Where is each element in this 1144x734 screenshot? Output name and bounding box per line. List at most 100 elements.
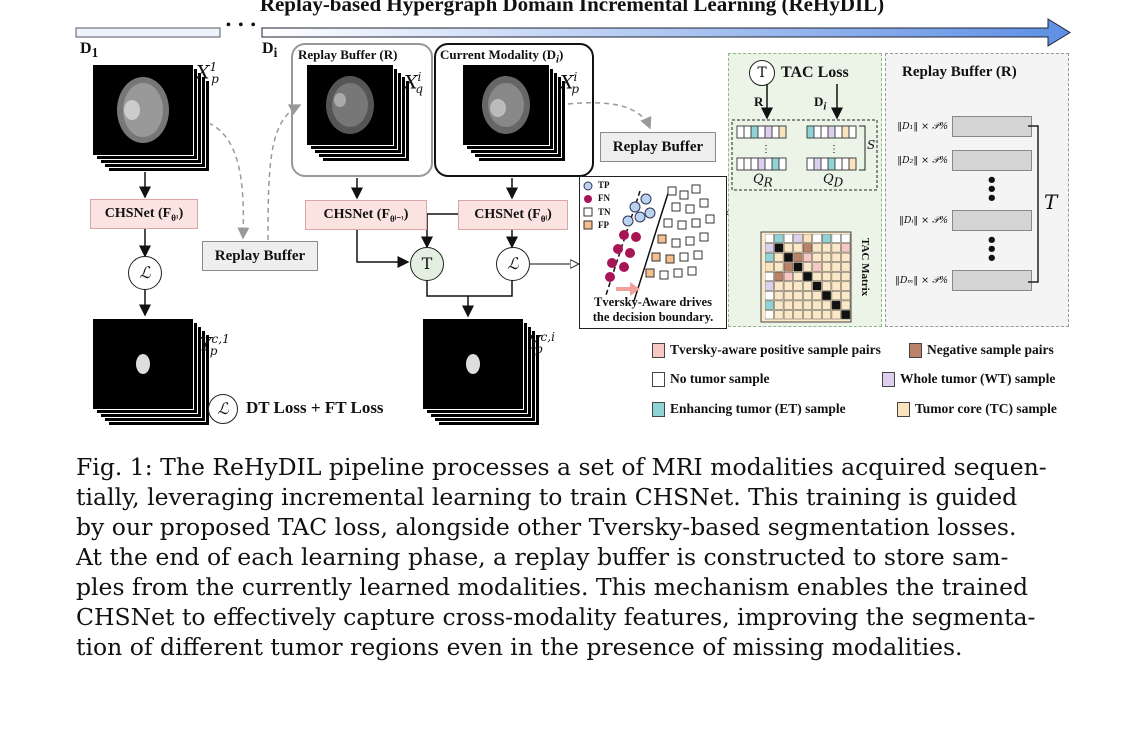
caption-line: tially, leveraging incremental learning …	[76, 483, 1018, 511]
tac-qr-label: QR	[753, 172, 773, 190]
tac-matrix-cell	[802, 310, 813, 320]
tac-matrix	[764, 233, 851, 320]
timeline-d1-label: D1	[80, 40, 99, 61]
figure-lines	[75, 18, 1071, 318]
y-pci-label: Yc,ip	[528, 330, 555, 357]
tac-matrix-cell	[831, 252, 841, 262]
y-pc1-label: Yc,1p	[199, 332, 230, 359]
tac-s-label: S	[867, 138, 876, 152]
tac-matrix-cell	[774, 262, 784, 272]
tac-matrix-cell	[774, 281, 784, 291]
tac-matrix-cell	[774, 233, 784, 243]
caption-line: Fig. 1: The ReHyDIL pipeline processes a…	[76, 453, 1047, 481]
tac-matrix-cell	[812, 310, 822, 320]
replay-panel-title: Replay Buffer (R)	[902, 64, 1017, 80]
replay-row-m: ‖Dₘ‖ × 𝒫%	[890, 270, 1032, 291]
tac-matrix-cell	[793, 271, 803, 282]
chsnet-replay-box: CHSNet (Fθⁱ⁻¹)	[305, 200, 427, 230]
tac-matrix-cell	[812, 271, 822, 282]
x-p1-label: X1p	[196, 60, 219, 87]
tac-matrix-cell	[802, 262, 813, 272]
tac-matrix-cell	[831, 262, 841, 272]
svg-text:⋮: ⋮	[829, 144, 839, 155]
tac-matrix-cell	[783, 233, 793, 243]
tac-matrix-cell	[783, 271, 793, 282]
tac-matrix-cell	[802, 243, 813, 253]
tac-matrix-cell	[764, 262, 774, 272]
caption-line: At the end of each learning phase, a rep…	[76, 543, 1009, 571]
tac-matrix-cell	[831, 310, 841, 320]
scatter-legend-tp: TP	[598, 180, 610, 190]
tac-matrix-cell	[783, 310, 793, 320]
tac-matrix-cell	[802, 252, 813, 262]
tac-matrix-cell	[831, 243, 841, 253]
timeline-arrow	[261, 18, 1071, 47]
tac-matrix-cell	[764, 300, 774, 310]
tac-matrix-label: TAC Matrix	[859, 238, 871, 297]
loss-circle-d1: ℒ	[128, 256, 162, 290]
legend-negative-pairs: Negative sample pairs	[909, 342, 1054, 358]
tac-matrix-cell	[841, 233, 851, 243]
tac-matrix-cell	[822, 252, 832, 262]
tac-matrix-cell	[812, 243, 822, 253]
replay-buffer-box-left: Replay Buffer	[202, 241, 318, 271]
tac-matrix-cell	[812, 291, 822, 301]
tac-matrix-cell	[841, 310, 851, 320]
tac-matrix-cell	[774, 291, 784, 301]
tac-matrix-cell	[774, 300, 784, 310]
timeline-di-label: Di	[262, 40, 278, 61]
tac-panel-circle: T	[749, 60, 775, 86]
tac-matrix-cell	[822, 233, 832, 243]
tac-matrix-cell	[822, 310, 832, 320]
loss-legend-text: DT Loss + FT Loss	[246, 398, 384, 417]
current-modality-title: Current Modality (Di)	[440, 47, 564, 66]
replay-buffer-frame	[291, 43, 433, 177]
caption-line: CHSNet to effectively capture cross-moda…	[76, 603, 1036, 631]
replay-buffer-title: Replay Buffer (R)	[298, 47, 398, 62]
tac-matrix-cell	[793, 310, 803, 320]
tac-matrix-cell	[783, 252, 793, 262]
tac-matrix-cell	[841, 252, 851, 262]
x-qi-label: Xiq	[404, 70, 424, 97]
legend-no-tumor: No tumor sample	[652, 371, 770, 387]
loss-circle-di: ℒ	[496, 247, 530, 281]
tac-matrix-cell	[774, 271, 784, 282]
tac-matrix-cell	[841, 271, 851, 282]
tac-matrix-cell	[764, 233, 774, 243]
tac-matrix-cell	[822, 281, 832, 291]
tac-matrix-cell	[812, 233, 822, 243]
decision-boundary-panel: TP FN TN FP Tversky-Aware drives the dec…	[579, 176, 727, 329]
replay-buffer-panel: Replay Buffer (R) ‖D₁‖ × 𝒫% ‖D₂‖ × 𝒫% ••…	[885, 53, 1069, 327]
tac-panel-title: TAC Loss	[781, 64, 849, 81]
tac-matrix-cell	[793, 252, 803, 262]
tac-matrix-cell	[783, 243, 793, 253]
tac-matrix-cell	[774, 243, 784, 253]
figure-title: Replay-based Hypergraph Domain Increment…	[259, 0, 885, 16]
tac-loss-panel: T TAC Loss R Di ⋮ ⋮ S QR QD TAC Matrix	[728, 53, 882, 327]
tac-qd-label: QD	[823, 172, 844, 190]
tac-matrix-cell	[802, 300, 813, 310]
tac-matrix-cell	[774, 252, 784, 262]
tac-matrix-cell	[802, 271, 813, 282]
tac-matrix-cell	[802, 281, 813, 291]
tac-matrix-cell	[793, 281, 803, 291]
svg-text:⋮: ⋮	[761, 144, 771, 155]
tac-matrix-cell	[764, 271, 774, 282]
scatter-legend-fp: FP	[598, 220, 609, 230]
tac-matrix-cell	[841, 262, 851, 272]
tac-matrix-cell	[831, 281, 841, 291]
tac-matrix-cell	[841, 281, 851, 291]
tac-matrix-cell	[812, 252, 822, 262]
current-modality-frame	[434, 43, 594, 177]
tac-matrix-cell	[793, 262, 803, 272]
tac-matrix-cell	[802, 233, 813, 243]
tac-matrix-grid	[764, 233, 851, 320]
tac-matrix-cell	[802, 291, 813, 301]
scatter-caption-1: Tversky-Aware drives	[594, 295, 712, 309]
timeline-left-segment	[75, 27, 221, 38]
tac-matrix-cell	[812, 300, 822, 310]
replay-row-1: ‖D₁‖ × 𝒫%	[890, 116, 1032, 137]
tac-matrix-cell	[831, 291, 841, 301]
tac-matrix-cell	[831, 300, 841, 310]
